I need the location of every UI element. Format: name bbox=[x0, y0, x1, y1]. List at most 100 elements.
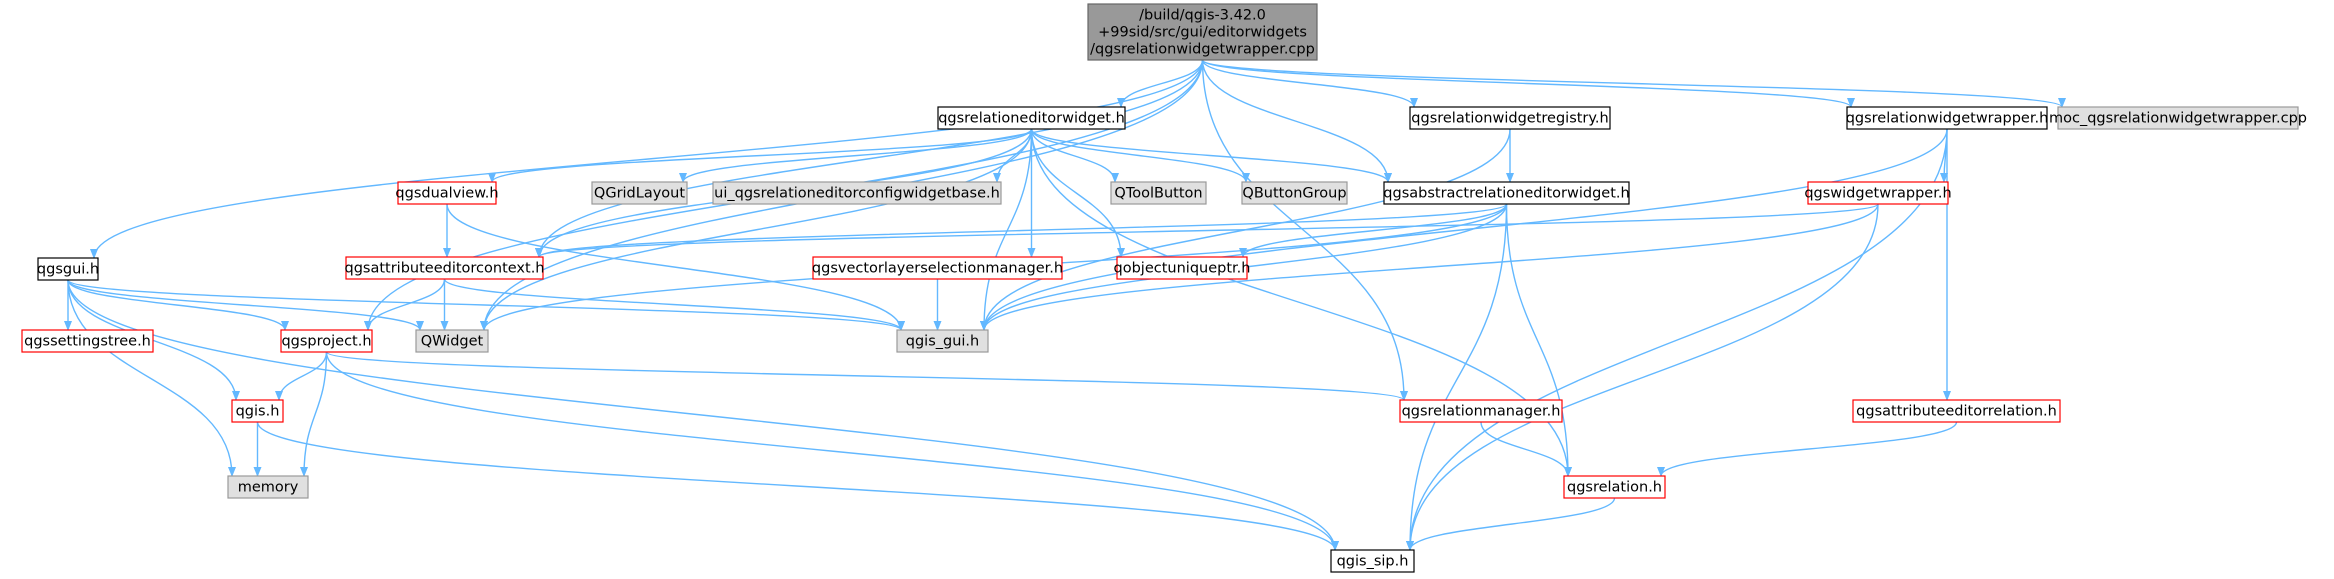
node-label: /build/qgis-3.42.0 bbox=[1139, 8, 1266, 24]
nodes-layer: /build/qgis-3.42.0+99sid/src/gui/editorw… bbox=[21, 3, 2307, 573]
node-box bbox=[712, 181, 1002, 205]
node-relationwidgetwrapper_h[interactable]: qgsrelationwidgetwrapper.h bbox=[1846, 106, 2049, 130]
edge-qgsproject-to-qgis_sip bbox=[325, 351, 1339, 551]
node-dualview[interactable]: qgsdualview.h bbox=[395, 181, 499, 205]
edge-relationeditorwidget-to-qwidget bbox=[480, 128, 1033, 331]
edge-relationeditorwidget-to-dualview bbox=[488, 128, 1033, 183]
node-qgridlayout[interactable]: QGridLayout bbox=[591, 181, 688, 205]
edge-attributeeditorcontext-to-qgsproject bbox=[364, 278, 446, 331]
node-qobjectuniqueptr[interactable]: qobjectuniqueptr.h bbox=[1114, 256, 1251, 280]
node-box bbox=[896, 329, 989, 353]
edge-root-to-abstractrelation bbox=[1201, 59, 1392, 183]
node-box bbox=[415, 329, 489, 353]
node-relationwidgetregistry[interactable]: qgsrelationwidgetregistry.h bbox=[1409, 106, 1611, 130]
node-box bbox=[1241, 181, 1348, 205]
edge-widgetwrapper-to-qgis_sip bbox=[1406, 203, 1879, 551]
node-attributeeditorcontext[interactable]: qgsattributeeditorcontext.h bbox=[344, 256, 545, 280]
edge-qgsgui-to-memory bbox=[67, 279, 236, 477]
node-qbuttongroup[interactable]: QButtonGroup bbox=[1241, 181, 1348, 205]
node-attributeeditorrelation[interactable]: qgsattributeeditorrelation.h bbox=[1852, 399, 2061, 423]
node-label: qgswidgetwrapper.h bbox=[1804, 186, 1951, 202]
edge-abstractrelation-to-qgis_sip bbox=[1406, 203, 1508, 551]
node-box bbox=[1846, 106, 2048, 130]
edge-abstractrelation-to-attributeeditorcontext bbox=[535, 203, 1508, 258]
node-box bbox=[1116, 256, 1248, 280]
edge-relationeditorwidget-to-qgis_gui bbox=[980, 128, 1033, 331]
edge-root-to-attributeeditorcontext bbox=[535, 59, 1204, 258]
node-label: qgsdualview.h bbox=[395, 186, 498, 202]
node-label: qgsrelationwidgetwrapper.h bbox=[1846, 111, 2049, 127]
node-box bbox=[1563, 475, 1666, 499]
edge-abstractrelation-to-qgsrelation bbox=[1505, 203, 1572, 477]
node-box bbox=[1087, 3, 1318, 61]
edge-abstractrelation-to-qobjectuniqueptr bbox=[1239, 203, 1508, 258]
edge-relationeditorwidget-to-qgridlayout bbox=[679, 128, 1033, 183]
node-box bbox=[1330, 549, 1415, 573]
node-label: qgsrelationeditorwidget.h bbox=[938, 111, 1125, 127]
node-label: memory bbox=[238, 480, 299, 496]
node-label: qgis_gui.h bbox=[906, 334, 979, 350]
node-box bbox=[1399, 399, 1563, 423]
node-qgis_h[interactable]: qgis.h bbox=[231, 399, 284, 423]
edge-relationeditorwidget-to-abstractrelation bbox=[1030, 128, 1392, 183]
node-qgsgui[interactable]: qgsgui.h bbox=[37, 257, 99, 281]
node-box bbox=[1852, 399, 2061, 423]
node-memory[interactable]: memory bbox=[227, 475, 309, 499]
node-box bbox=[1110, 181, 1207, 205]
node-box bbox=[812, 256, 1063, 280]
node-root[interactable]: /build/qgis-3.42.0+99sid/src/gui/editorw… bbox=[1087, 3, 1318, 61]
node-moc[interactable]: moc_qgsrelationwidgetwrapper.cpp bbox=[2049, 106, 2307, 130]
node-qgsrelation[interactable]: qgsrelation.h bbox=[1563, 475, 1666, 499]
node-label: +99sid/src/gui/editorwidgets bbox=[1098, 25, 1307, 41]
node-qwidget[interactable]: QWidget bbox=[415, 329, 489, 353]
node-label: qgsproject.h bbox=[281, 334, 371, 350]
edge-relationeditorwidget-to-qbuttongroup bbox=[1030, 128, 1250, 183]
node-vectorlayerselection[interactable]: qgsvectorlayerselectionmanager.h bbox=[812, 256, 1063, 280]
edge-relationeditorwidget-to-qgsrelation bbox=[1030, 128, 1572, 477]
node-qgsproject[interactable]: qgsproject.h bbox=[280, 329, 373, 353]
edges-layer bbox=[64, 59, 2066, 551]
node-qtoolbutton[interactable]: QToolButton bbox=[1110, 181, 1207, 205]
edge-root-to-relationmanager bbox=[1201, 59, 1408, 401]
edge-qgsgui-to-qgsproject bbox=[67, 279, 289, 331]
node-box bbox=[280, 329, 373, 353]
edge-relationwidgetwrapper_h-to-qgis_sip bbox=[1406, 128, 1948, 551]
edge-qgsproject-to-memory bbox=[300, 351, 328, 477]
edge-relationeditorwidget-to-qobjectuniqueptr bbox=[1030, 128, 1125, 258]
node-settingstree[interactable]: qgssettingstree.h bbox=[21, 329, 154, 353]
node-abstractrelation[interactable]: qgsabstractrelationeditorwidget.h bbox=[1383, 181, 1630, 205]
node-qgis_sip[interactable]: qgis_sip.h bbox=[1330, 549, 1415, 573]
node-relationeditorwidget[interactable]: qgsrelationeditorwidget.h bbox=[937, 106, 1126, 130]
edge-root-to-relationeditorwidget bbox=[1117, 59, 1204, 108]
edge-widgetwrapper-to-attributeeditorcontext bbox=[535, 203, 1879, 258]
node-label: qgsrelation.h bbox=[1567, 480, 1662, 496]
edge-relationmanager-to-qgsrelation bbox=[1480, 421, 1572, 477]
node-label: qgsabstractrelationeditorwidget.h bbox=[1383, 186, 1629, 202]
node-label: qgsrelationmanager.h bbox=[1402, 404, 1561, 420]
node-label: qgis.h bbox=[236, 404, 280, 420]
edge-root-to-moc bbox=[1201, 59, 2066, 108]
edge-qgsgui-to-qwidget bbox=[67, 279, 424, 331]
node-box bbox=[591, 181, 688, 205]
node-widgetwrapper[interactable]: qgswidgetwrapper.h bbox=[1804, 181, 1952, 205]
edge-root-to-relationwidgetwrapper_h bbox=[1201, 59, 1855, 108]
edge-attributeeditorrelation-to-qgsrelation bbox=[1657, 421, 1958, 477]
node-ui_config[interactable]: ui_qgsrelationeditorconfigwidgetbase.h bbox=[712, 181, 1002, 205]
node-label: qgsvectorlayerselectionmanager.h bbox=[812, 261, 1063, 277]
node-relationmanager[interactable]: qgsrelationmanager.h bbox=[1399, 399, 1563, 423]
node-label: qgsgui.h bbox=[37, 262, 99, 278]
node-box bbox=[2057, 106, 2299, 130]
node-box bbox=[227, 475, 309, 499]
edge-qgsproject-to-relationmanager bbox=[325, 351, 1408, 401]
edge-qgis_h-to-qgis_sip bbox=[256, 421, 1339, 551]
node-qgis_gui[interactable]: qgis_gui.h bbox=[896, 329, 989, 353]
edge-qgsgui-to-qgis_gui bbox=[67, 279, 905, 331]
node-box bbox=[37, 257, 99, 281]
edge-relationwidgetwrapper_h-to-qgis_gui bbox=[980, 128, 1948, 331]
node-label: moc_qgsrelationwidgetwrapper.cpp bbox=[2049, 111, 2307, 127]
node-box bbox=[1807, 181, 1949, 205]
node-box bbox=[1409, 106, 1611, 130]
node-box bbox=[937, 106, 1126, 130]
node-label: QToolButton bbox=[1114, 186, 1202, 202]
node-label: qgis_sip.h bbox=[1337, 554, 1409, 570]
